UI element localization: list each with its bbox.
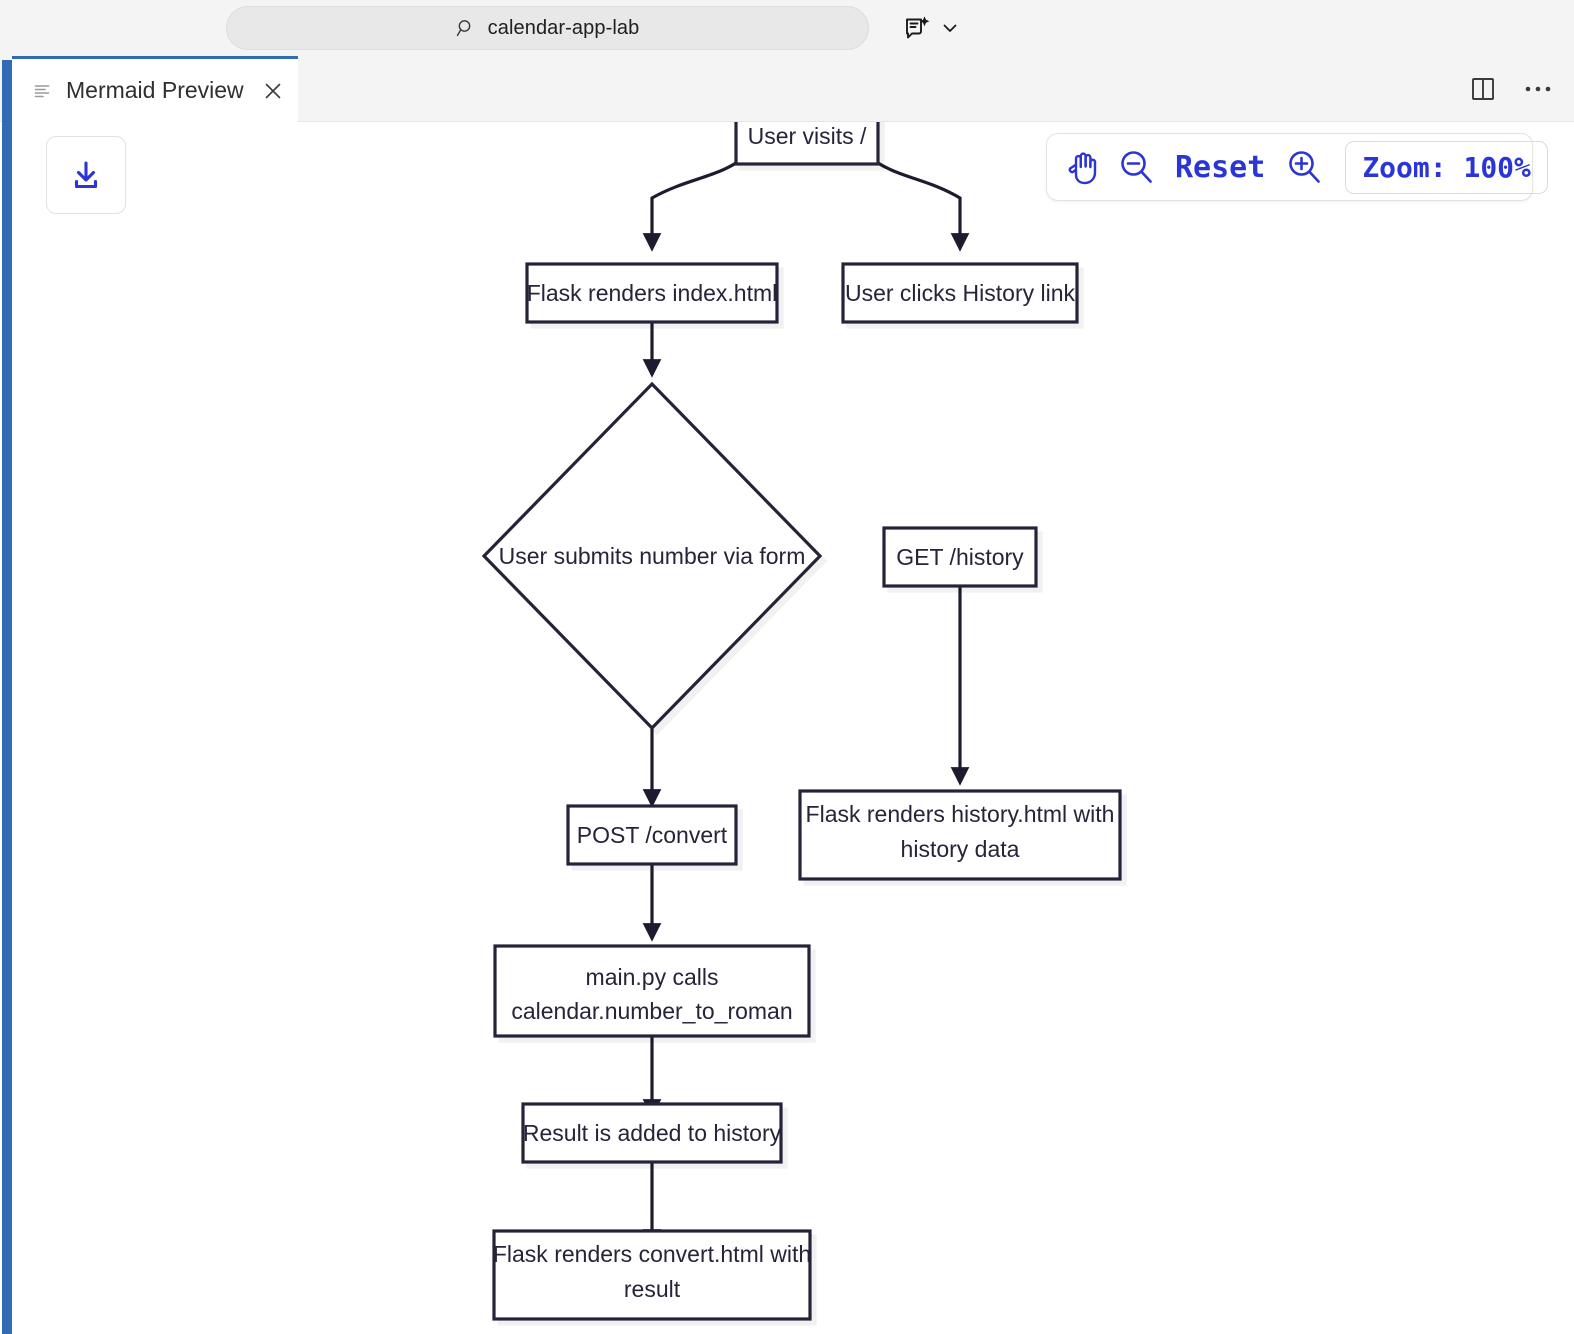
preview-lines-icon bbox=[34, 84, 50, 97]
node-get-history[interactable]: GET /history bbox=[882, 526, 1038, 588]
node-label-line1: Flask renders history.html with bbox=[806, 801, 1115, 827]
zoom-in-icon bbox=[1289, 151, 1321, 183]
node-label: User visits / bbox=[748, 123, 867, 149]
edge-n1-n3 bbox=[877, 161, 970, 252]
zoom-level-display[interactable]: Zoom: 100% bbox=[1345, 140, 1548, 194]
node-label-line1: main.py calls bbox=[586, 964, 719, 990]
diagram-edges bbox=[642, 161, 970, 1248]
zoom-out-icon bbox=[1121, 151, 1152, 183]
tab-mermaid-preview[interactable]: Mermaid Preview bbox=[12, 56, 298, 122]
close-icon[interactable] bbox=[262, 80, 284, 102]
node-mainpy-calls[interactable]: main.py calls calendar.number_to_roman bbox=[493, 944, 811, 1038]
node-flask-renders-index[interactable]: Flask renders index.html bbox=[525, 262, 779, 324]
browser-chrome-bar: calendar-app-lab bbox=[0, 0, 1574, 56]
ai-compose-control[interactable] bbox=[903, 12, 959, 44]
download-icon bbox=[74, 161, 98, 189]
zoom-in-button[interactable] bbox=[1283, 141, 1325, 193]
diagram-nodes: User visits / Flask renders index.html U… bbox=[481, 122, 1122, 1321]
node-label: Result is added to history bbox=[523, 1120, 782, 1146]
zoom-out-button[interactable] bbox=[1115, 141, 1157, 193]
node-label: Flask renders index.html bbox=[527, 280, 778, 306]
more-actions-icon[interactable] bbox=[1524, 84, 1552, 94]
zoom-toolbar[interactable]: Reset Zoom: 100% bbox=[1046, 133, 1548, 201]
node-flask-renders-convert[interactable]: Flask renders convert.html with result bbox=[492, 1229, 812, 1321]
split-editor-icon[interactable] bbox=[1470, 76, 1496, 102]
node-label: User clicks History link bbox=[845, 280, 1076, 306]
flowchart-diagram: User visits / Flask renders index.html U… bbox=[481, 122, 1122, 1321]
editor-tab-strip: Mermaid Preview bbox=[0, 56, 1574, 122]
search-icon bbox=[456, 20, 471, 37]
node-label: POST /convert bbox=[577, 822, 728, 848]
pan-hand-icon bbox=[1068, 152, 1097, 185]
node-label: User submits number via form bbox=[499, 543, 806, 569]
node-result-added-history[interactable]: Result is added to history bbox=[521, 1102, 783, 1164]
ai-compose-icon[interactable] bbox=[903, 14, 931, 42]
chevron-down-icon[interactable] bbox=[941, 19, 959, 37]
tab-label: Mermaid Preview bbox=[66, 77, 244, 103]
node-user-submits-number[interactable]: User submits number via form bbox=[481, 381, 823, 731]
node-label-line2: calendar.number_to_roman bbox=[511, 998, 792, 1024]
download-button[interactable] bbox=[46, 136, 126, 214]
omnibox-value: calendar-app-lab bbox=[487, 16, 640, 39]
node-user-visits[interactable]: User visits / bbox=[734, 122, 880, 166]
node-flask-renders-history[interactable]: Flask renders history.html with history … bbox=[798, 789, 1122, 881]
reset-zoom-button[interactable]: Reset bbox=[1167, 150, 1273, 185]
node-user-clicks-history[interactable]: User clicks History link bbox=[841, 262, 1079, 324]
mermaid-preview-canvas[interactable]: Reset Zoom: 100% bbox=[12, 122, 1574, 1334]
node-label: GET /history bbox=[896, 544, 1024, 570]
pan-tool-button[interactable] bbox=[1063, 141, 1105, 193]
editor-actions bbox=[1470, 56, 1552, 122]
search-omnibox[interactable]: calendar-app-lab bbox=[226, 6, 869, 50]
edge-n1-n2 bbox=[642, 161, 737, 252]
node-post-convert[interactable]: POST /convert bbox=[566, 804, 738, 866]
node-label-line2: result bbox=[624, 1276, 681, 1302]
activity-accent-strip bbox=[2, 60, 12, 1334]
node-label-line1: Flask renders convert.html with bbox=[493, 1241, 811, 1267]
node-label-line2: history data bbox=[901, 836, 1020, 862]
